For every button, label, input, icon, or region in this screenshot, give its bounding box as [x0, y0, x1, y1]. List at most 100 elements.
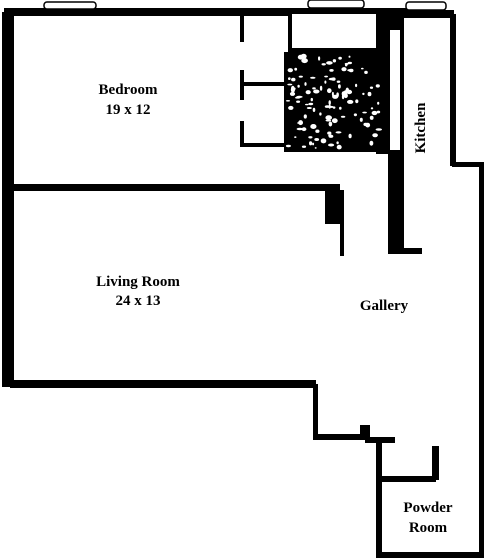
- counter-speckle: [309, 141, 313, 146]
- counter-speckle: [308, 102, 314, 106]
- counter-speckle: [302, 58, 306, 61]
- counter-speckle: [336, 80, 341, 83]
- kitchen-counter: [284, 52, 388, 152]
- counter-speckle: [375, 84, 380, 88]
- counter-speckle: [377, 101, 380, 105]
- counter-speckle: [359, 117, 363, 122]
- counter-speckle: [306, 107, 312, 109]
- counter-speckle: [310, 124, 317, 129]
- counter-speckle: [341, 67, 347, 72]
- counter-speckle: [336, 144, 342, 150]
- living-room-size: 24 x 13: [116, 293, 161, 309]
- counter-speckle: [364, 70, 368, 74]
- counter-speckle: [338, 84, 341, 89]
- counter-speckle: [369, 115, 374, 120]
- counter-speckle: [327, 105, 335, 108]
- walls: [2, 8, 484, 558]
- counter-speckle: [325, 115, 333, 121]
- counter-speckle: [340, 115, 346, 118]
- counter-speckle: [332, 59, 337, 63]
- counter-speckle: [365, 122, 371, 128]
- counter-speckle: [285, 144, 291, 148]
- counter-speckle: [304, 82, 307, 86]
- counter-speckle: [301, 145, 307, 148]
- counter-speckle: [375, 128, 382, 131]
- counter-speckle: [313, 89, 320, 94]
- counter-speckle: [339, 106, 342, 110]
- counter-speckle: [298, 75, 303, 78]
- counter-speckle: [348, 133, 352, 139]
- counter-speckle: [347, 69, 353, 72]
- counter-speckle: [287, 83, 293, 86]
- counter-speckle: [328, 104, 331, 109]
- counter-speckle: [332, 94, 339, 99]
- counter-speckle: [343, 93, 348, 99]
- powder-room-label-line2: Room: [409, 520, 448, 536]
- counter-speckle: [324, 80, 327, 84]
- counter-speckle: [355, 99, 359, 104]
- counter-speckle: [298, 120, 303, 126]
- counter-speckle: [319, 85, 323, 91]
- counter-speckle: [369, 140, 374, 146]
- counter-speckle: [297, 54, 304, 60]
- bedroom-size: 19 x 12: [106, 102, 151, 118]
- counter-speckle: [287, 68, 293, 73]
- counter-speckle: [315, 129, 320, 133]
- counter-speckle: [320, 138, 327, 144]
- counter-speckle: [338, 56, 342, 60]
- counter-speckle: [331, 118, 338, 124]
- counter-speckle: [370, 107, 374, 110]
- counter-speckle: [314, 147, 317, 149]
- counter-speckle: [310, 97, 313, 102]
- powder-room-label-line1: Powder: [403, 500, 452, 516]
- counter-speckle: [308, 136, 313, 139]
- counter-speckle: [289, 91, 296, 96]
- counter-speckle: [362, 111, 367, 114]
- counter-speckle: [328, 121, 333, 127]
- counter-speckle: [321, 63, 326, 66]
- bedroom-label: Bedroom: [99, 82, 158, 98]
- counter-speckle: [296, 100, 301, 103]
- counter-speckle: [335, 131, 342, 134]
- counter-speckle: [367, 91, 372, 97]
- counter-speckle: [310, 76, 316, 79]
- window-3: [405, 1, 447, 11]
- counter-speckle: [327, 88, 332, 94]
- counter-speckle: [345, 87, 349, 93]
- window-2: [307, 0, 365, 9]
- counter-speckle: [291, 77, 296, 82]
- windows: [43, 0, 447, 11]
- counter-speckle: [347, 61, 352, 65]
- counter-speckle: [345, 63, 348, 67]
- counter-speckle: [376, 110, 381, 114]
- counter-speckle: [329, 69, 334, 72]
- counter-speckle: [328, 100, 331, 105]
- counter-speckle: [353, 113, 357, 117]
- counter-speckle: [372, 133, 378, 138]
- counter-speckle: [369, 86, 374, 89]
- counter-speckle: [324, 75, 328, 78]
- counter-speckle: [314, 138, 320, 141]
- counter-speckle: [371, 110, 378, 116]
- counter-speckle: [362, 92, 365, 96]
- counter-speckle: [326, 61, 333, 65]
- counter-speckle: [291, 85, 295, 91]
- counter-speckle: [325, 119, 332, 122]
- counter-speckle: [288, 77, 291, 80]
- window-1: [43, 1, 97, 10]
- counter-speckle: [344, 91, 351, 94]
- counter-speckle: [296, 127, 303, 131]
- counter-speckle: [288, 105, 294, 110]
- counter-speckle: [328, 134, 333, 137]
- counter-speckle: [297, 84, 300, 88]
- living-room-label: Living Room: [96, 274, 180, 290]
- kitchen-label: Kitchen: [413, 102, 429, 153]
- counter-speckle: [327, 131, 332, 135]
- counter-speckle: [312, 142, 315, 146]
- counter-speckle: [294, 136, 297, 139]
- room-labels: Bedroom 19 x 12 Living Room 24 x 13 Gall…: [96, 82, 453, 536]
- counter-speckle: [305, 103, 309, 106]
- counter-speckle: [312, 107, 316, 112]
- counter-speckle: [328, 77, 335, 81]
- counter-speckle: [319, 112, 322, 116]
